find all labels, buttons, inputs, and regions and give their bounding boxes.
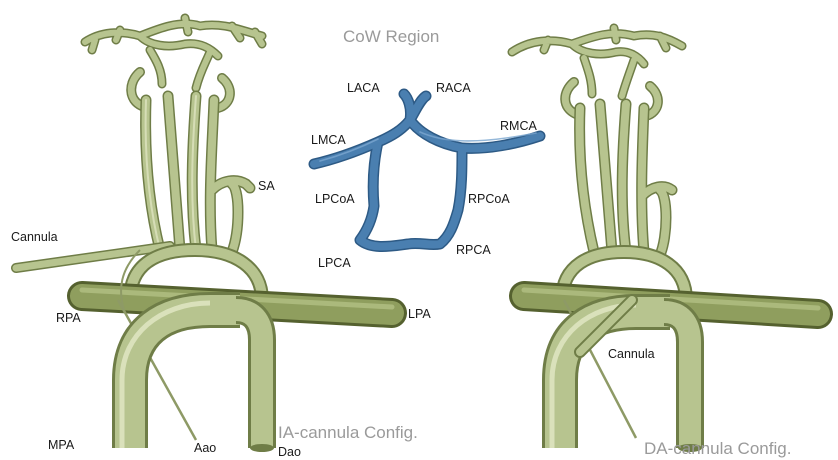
left-main-aorta: [122, 303, 240, 448]
label-aao: Aao: [194, 441, 216, 455]
label-dao: Dao: [278, 445, 301, 459]
left-descending-aorta: [236, 310, 274, 452]
cow-region-title: CoW Region: [343, 27, 439, 46]
label-rpcoa: RPCoA: [468, 192, 510, 206]
caption-ia-cannula: IA-cannula Config.: [278, 423, 418, 442]
label-lpca: LPCA: [318, 256, 351, 270]
label-raca: RACA: [436, 81, 471, 95]
label-sa: SA: [258, 179, 275, 193]
left-neck-arteries: [146, 96, 250, 252]
label-lpcoa: LPCoA: [315, 192, 355, 206]
right-vascular-model: [512, 28, 818, 452]
left-head-vessels: [85, 18, 262, 108]
label-rmca: RMCA: [500, 119, 537, 133]
right-neck-arteries: [580, 104, 672, 255]
cow-vessel-network: [314, 94, 540, 247]
label-lpa: LPA: [408, 307, 431, 321]
left-vascular-model: [16, 18, 392, 452]
caption-da-cannula: DA-cannula Config.: [644, 439, 791, 458]
label-lmca: LMCA: [311, 133, 346, 147]
label-rpa: RPA: [56, 311, 81, 325]
label-right-cannula: Cannula: [608, 347, 655, 361]
label-left-cannula: Cannula: [11, 230, 58, 244]
label-rpca: RPCA: [456, 243, 491, 257]
label-laca: LACA: [347, 81, 380, 95]
label-mpa: MPA: [48, 438, 75, 452]
right-descending-aorta: [664, 312, 702, 452]
